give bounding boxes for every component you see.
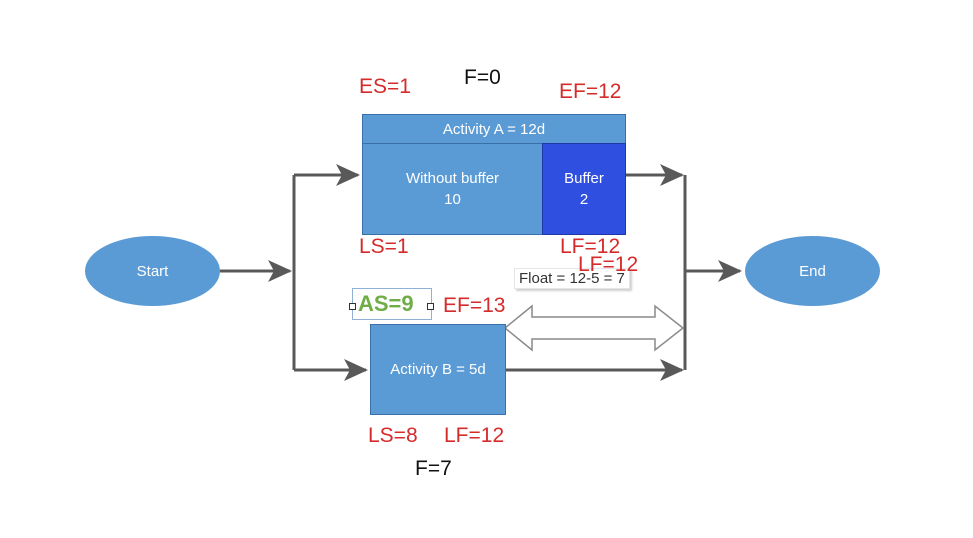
activity-a-lf: LF=12	[560, 235, 621, 258]
activity-b-ls: LS=8	[368, 424, 418, 447]
start-label: Start	[136, 262, 169, 280]
without-buffer-label: Without buffer	[405, 170, 500, 187]
activity-a-ls: LS=1	[359, 235, 409, 258]
activity-a-header: Activity A = 12d	[362, 114, 626, 144]
start-node: Start	[85, 236, 220, 306]
float-label: Float = 12-5 = 7	[514, 268, 630, 289]
activity-a-title: Activity A = 12d	[442, 120, 546, 138]
selection-handle-left[interactable]	[349, 303, 356, 310]
activity-a-es: ES=1	[359, 75, 411, 98]
end-label: End	[799, 262, 826, 280]
activity-a-float: F=0	[464, 66, 501, 89]
activity-b-box: Activity B = 5d	[370, 324, 506, 415]
activity-b-ef: EF=13	[443, 294, 506, 317]
without-buffer-box: Without buffer 10	[362, 143, 543, 235]
buffer-box: Buffer 2	[542, 143, 626, 235]
activity-b-title: Activity B = 5d	[390, 361, 486, 378]
activity-a-ef: EF=12	[559, 80, 622, 103]
buffer-label: Buffer	[564, 170, 604, 187]
selection-handle-right[interactable]	[427, 303, 434, 310]
activity-b-as: AS=9	[358, 291, 414, 316]
activity-a-lf-overlap: LF=12	[578, 253, 639, 276]
buffer-value: 2	[579, 191, 589, 208]
activity-b-float: F=7	[415, 457, 452, 480]
without-buffer-value: 10	[444, 191, 461, 208]
end-node: End	[745, 236, 880, 306]
activity-b-lf: LF=12	[444, 424, 505, 447]
float-double-arrow	[503, 304, 685, 352]
